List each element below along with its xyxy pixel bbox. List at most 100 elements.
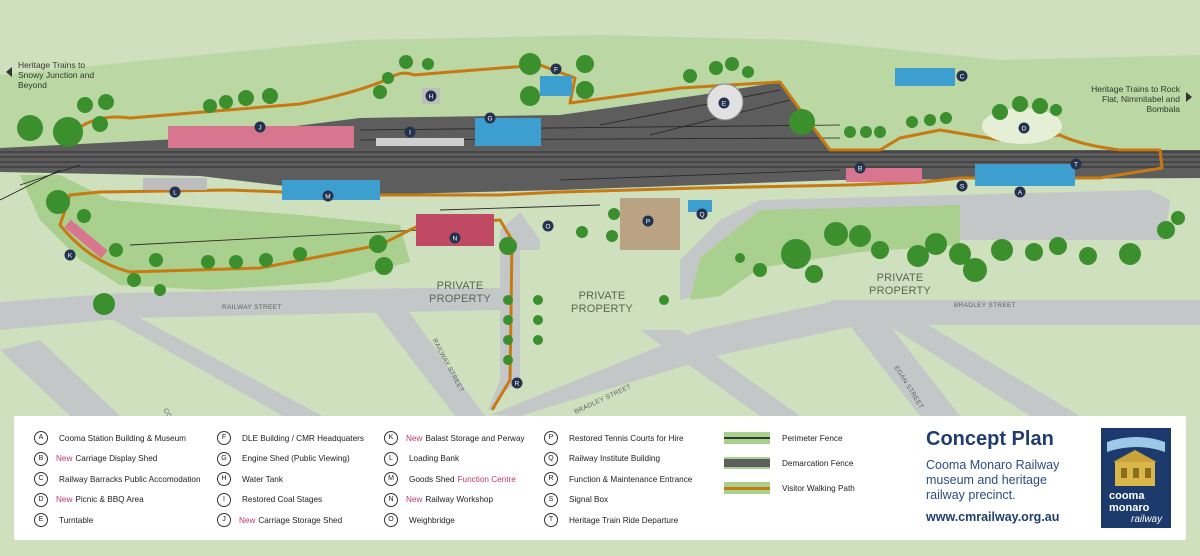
private-property-label-3: PRIVATE PROPERTY <box>869 272 931 297</box>
building-f-dle <box>540 76 572 96</box>
marker-n <box>449 232 461 244</box>
building-q-institute <box>688 200 712 212</box>
marker-t <box>1070 158 1082 170</box>
legend-badge-a: A <box>34 431 48 446</box>
siding-south <box>439 204 601 211</box>
legend-badge-o: O <box>384 513 398 528</box>
marker-s <box>956 180 968 192</box>
legend-badge-g: G <box>217 451 231 466</box>
marker-m <box>322 190 334 202</box>
legend-new-d: New <box>56 495 73 505</box>
siding-west <box>129 229 421 246</box>
lawn-west <box>20 175 410 290</box>
private-property-label-1: PRIVATE PROPERTY <box>429 280 491 305</box>
marker-d-label: D <box>1022 126 1027 133</box>
website-link[interactable]: www.cmrailway.org.au <box>926 510 1060 524</box>
legend-text-d: Picnic & BBQ Area <box>75 495 144 505</box>
lawn-north <box>0 35 1200 150</box>
legend-line-perimeter: Perimeter Fence <box>724 432 843 444</box>
building-l-loading-bank <box>143 178 207 190</box>
marker-o <box>542 220 554 232</box>
legend-text-j: Carriage Storage Shed <box>258 515 343 525</box>
legend-badge-t: T <box>544 513 558 528</box>
cmr-logo: cooma monaro railway <box>1101 428 1171 528</box>
legend-item-l: L Loading Bank <box>384 449 525 470</box>
legend-badge-r: R <box>544 472 558 487</box>
legend-text-g: Engine Shed (Public Viewing) <box>242 454 350 464</box>
street-label-bradley-2: BRADLEY STREET <box>954 302 1016 309</box>
lawn-areas <box>0 35 1200 300</box>
marker-e <box>718 97 730 109</box>
marker-j <box>254 121 266 133</box>
legend-text-l: Loading Bank <box>409 454 460 464</box>
legend-text-r: Function & Maintenance Entrance <box>569 474 693 484</box>
right-destination-note: Heritage Trains to Rock Flat, Nimmitabel… <box>1091 84 1180 114</box>
legend-line-demarcation: Demarcation Fence <box>724 457 853 469</box>
marker-l <box>169 186 181 198</box>
legend-line-label-perimeter: Perimeter Fence <box>782 433 843 443</box>
marker-d <box>1018 122 1030 134</box>
road-railway-street-diag <box>370 300 485 416</box>
road-diagonal-sw <box>110 318 330 420</box>
legend-badge-f: F <box>217 431 231 446</box>
legend-badge-d: D <box>34 492 48 507</box>
building-j-carriage-storage <box>168 126 354 148</box>
legend-new-j: New <box>239 515 256 525</box>
perimeter-fence-swatch <box>724 432 770 444</box>
building-m-goods-shed <box>282 180 380 200</box>
left-destination-note: Heritage Trains to Snowy Junction and Be… <box>18 60 95 90</box>
marker-a-label: A <box>1018 190 1023 197</box>
building-b-display-shed <box>846 168 922 182</box>
legend-badge-l: L <box>384 451 398 466</box>
marker-r-label: R <box>515 381 520 388</box>
road-mid-diag <box>640 330 800 416</box>
legend-text-h: Water Tank <box>242 474 283 484</box>
marker-r <box>511 377 523 389</box>
station-emblem-icon <box>1107 437 1165 486</box>
legend-text-k: Balast Storage and Perway <box>425 433 525 443</box>
marker-q <box>696 208 708 220</box>
legend-item-a: A Cooma Station Building & Museum <box>34 428 201 449</box>
marker-f-label: F <box>554 67 558 74</box>
street-label-railway-1: RAILWAY STREET <box>222 304 282 311</box>
legend-badge-q: Q <box>544 451 558 466</box>
legend-badge-e: E <box>34 513 48 528</box>
marker-i <box>404 126 416 138</box>
walking-path-swatch <box>724 482 770 494</box>
legend-badge-j: J <box>217 513 231 528</box>
site-markers: A B C D E F G H I J K L M N O P Q R S T <box>64 63 1082 389</box>
marker-p <box>642 215 654 227</box>
marker-b <box>854 162 866 174</box>
marker-b-label: B <box>858 166 862 173</box>
legend-item-g: G Engine Shed (Public Viewing) <box>217 449 364 470</box>
marker-g-label: G <box>487 116 492 123</box>
marker-s-label: S <box>960 184 965 191</box>
marker-h <box>425 90 437 102</box>
marker-t-label: T <box>1074 162 1078 169</box>
legend-text-a: Cooma Station Building & Museum <box>59 433 186 443</box>
road-egan-street <box>830 300 960 416</box>
road-left-far <box>0 340 120 416</box>
concept-plan-subtitle: Cooma Monaro Railway museum and heritage… <box>926 458 1060 502</box>
demarcation-fence-swatch <box>724 457 770 469</box>
marker-k <box>64 249 76 261</box>
legend-new-b: New <box>56 454 73 464</box>
legend-badge-i: I <box>217 492 231 507</box>
trees <box>17 53 1185 365</box>
legend-badge-p: P <box>544 431 558 446</box>
marker-e-label: E <box>722 101 727 108</box>
building-c-barracks <box>895 68 955 86</box>
